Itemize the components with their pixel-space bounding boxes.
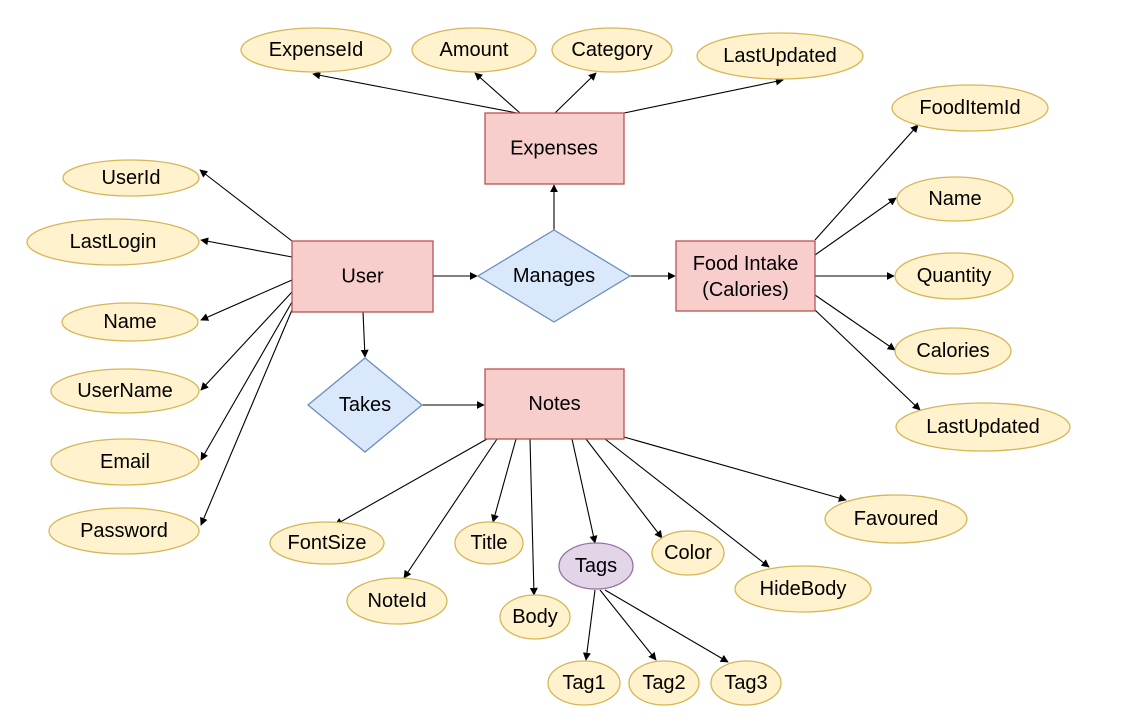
relationship-manages[interactable]: Manages xyxy=(476,229,632,323)
relationship-takes-label: Takes xyxy=(339,394,391,416)
edge-expenses-expenseid xyxy=(312,71,518,114)
attribute-food-item-id-label: FoodItemId xyxy=(919,97,1020,119)
edge-user-password xyxy=(200,309,293,526)
attribute-tag2-label: Tag2 xyxy=(642,672,685,694)
attribute-user-id-label: UserId xyxy=(102,167,161,189)
attribute-calories-label: Calories xyxy=(916,340,989,362)
attribute-user-name[interactable]: Name xyxy=(61,302,199,342)
entity-food-intake-label-line1: Food Intake xyxy=(693,253,799,275)
edge-notes-favoured xyxy=(623,436,847,502)
attribute-category-label: Category xyxy=(571,39,652,61)
edge-food-name xyxy=(814,197,897,256)
attribute-tags[interactable]: Tags xyxy=(558,542,634,590)
attribute-username[interactable]: UserName xyxy=(50,368,200,414)
attribute-expenses-last-updated-label: LastUpdated xyxy=(723,45,836,67)
attribute-color[interactable]: Color xyxy=(651,530,725,576)
edge-user-username xyxy=(200,291,293,391)
attribute-email-label: Email xyxy=(100,451,150,473)
attribute-email[interactable]: Email xyxy=(50,438,200,486)
attribute-body[interactable]: Body xyxy=(499,594,571,640)
attribute-expense-id-label: ExpenseId xyxy=(269,39,364,61)
entity-user[interactable]: User xyxy=(291,240,434,313)
attribute-favoured-label: Favoured xyxy=(854,508,939,530)
attribute-password[interactable]: Password xyxy=(48,507,200,555)
attribute-expense-id[interactable]: ExpenseId xyxy=(240,27,392,73)
entity-food-intake[interactable]: Food Intake (Calories) xyxy=(675,240,816,312)
edges xyxy=(199,71,921,663)
edge-user-email xyxy=(200,301,293,461)
edge-user-lastlogin xyxy=(200,237,293,258)
edge-notes-noteid xyxy=(403,438,498,579)
attribute-username-label: UserName xyxy=(77,380,173,402)
attribute-tag3[interactable]: Tag3 xyxy=(710,660,782,706)
entity-notes[interactable]: Notes xyxy=(484,368,625,440)
attribute-title-label: Title xyxy=(470,532,507,554)
edge-food-calories xyxy=(814,294,896,351)
edge-notes-fontsize xyxy=(334,438,488,526)
attribute-font-size-label: FontSize xyxy=(288,532,367,554)
entity-food-intake-label-line2: (Calories) xyxy=(702,279,789,301)
attribute-font-size[interactable]: FontSize xyxy=(269,521,385,565)
entity-notes-label: Notes xyxy=(528,393,580,415)
attribute-body-label: Body xyxy=(512,606,558,628)
edge-food-lastupdated xyxy=(814,309,921,411)
entity-expenses[interactable]: Expenses xyxy=(484,112,625,185)
edge-notes-body xyxy=(529,438,538,596)
attribute-favoured[interactable]: Favoured xyxy=(824,494,968,544)
relationship-takes[interactable]: Takes xyxy=(306,357,424,453)
attribute-calories[interactable]: Calories xyxy=(894,327,1012,375)
attribute-food-item-id[interactable]: FoodItemId xyxy=(891,84,1049,132)
edge-user-takes xyxy=(360,311,369,358)
attribute-hide-body-label: HideBody xyxy=(760,578,847,600)
attribute-note-id[interactable]: NoteId xyxy=(346,577,448,625)
attribute-tag1-label: Tag1 xyxy=(562,672,605,694)
edge-tags-tag2 xyxy=(599,589,657,661)
edge-user-name xyxy=(200,279,293,321)
attribute-title[interactable]: Title xyxy=(454,521,524,565)
edge-notes-color xyxy=(585,438,663,539)
attribute-quantity[interactable]: Quantity xyxy=(894,252,1014,300)
edge-food-fooditemid xyxy=(814,124,919,241)
entity-user-label: User xyxy=(341,266,384,288)
attribute-tags-label: Tags xyxy=(575,555,617,577)
attribute-user-id[interactable]: UserId xyxy=(62,159,200,197)
attribute-amount-label: Amount xyxy=(440,39,509,61)
attribute-tag3-label: Tag3 xyxy=(724,672,767,694)
attribute-color-label: Color xyxy=(664,542,712,564)
edge-user-userid xyxy=(199,169,293,242)
attribute-food-last-updated-label: LastUpdated xyxy=(926,416,1039,438)
attribute-quantity-label: Quantity xyxy=(917,265,991,287)
attribute-category[interactable]: Category xyxy=(551,27,673,73)
attribute-user-name-label: Name xyxy=(103,311,156,333)
edge-expenses-amount xyxy=(474,72,521,114)
attribute-expenses-last-updated[interactable]: LastUpdated xyxy=(696,32,864,80)
attribute-last-login-label: LastLogin xyxy=(70,231,157,253)
edge-notes-tags xyxy=(571,438,598,544)
attribute-food-last-updated[interactable]: LastUpdated xyxy=(895,402,1071,452)
edge-tags-tag3 xyxy=(604,589,729,663)
attribute-password-label: Password xyxy=(80,520,168,542)
edge-notes-hidebody xyxy=(604,438,770,568)
edge-expenses-category xyxy=(554,72,597,114)
entity-expenses-label: Expenses xyxy=(510,138,598,160)
attribute-last-login[interactable]: LastLogin xyxy=(26,218,200,266)
edge-expenses-lastupdated xyxy=(623,77,784,114)
attribute-tag2[interactable]: Tag2 xyxy=(628,660,700,706)
relationship-manages-label: Manages xyxy=(513,265,595,287)
attribute-tag1[interactable]: Tag1 xyxy=(547,660,621,706)
attribute-food-name[interactable]: Name xyxy=(896,176,1014,222)
edge-notes-title xyxy=(491,438,517,523)
edge-tags-tag1 xyxy=(582,589,596,661)
attribute-note-id-label: NoteId xyxy=(368,590,427,612)
attribute-hide-body[interactable]: HideBody xyxy=(734,565,872,613)
attribute-food-name-label: Name xyxy=(928,188,981,210)
attribute-amount[interactable]: Amount xyxy=(411,27,537,73)
